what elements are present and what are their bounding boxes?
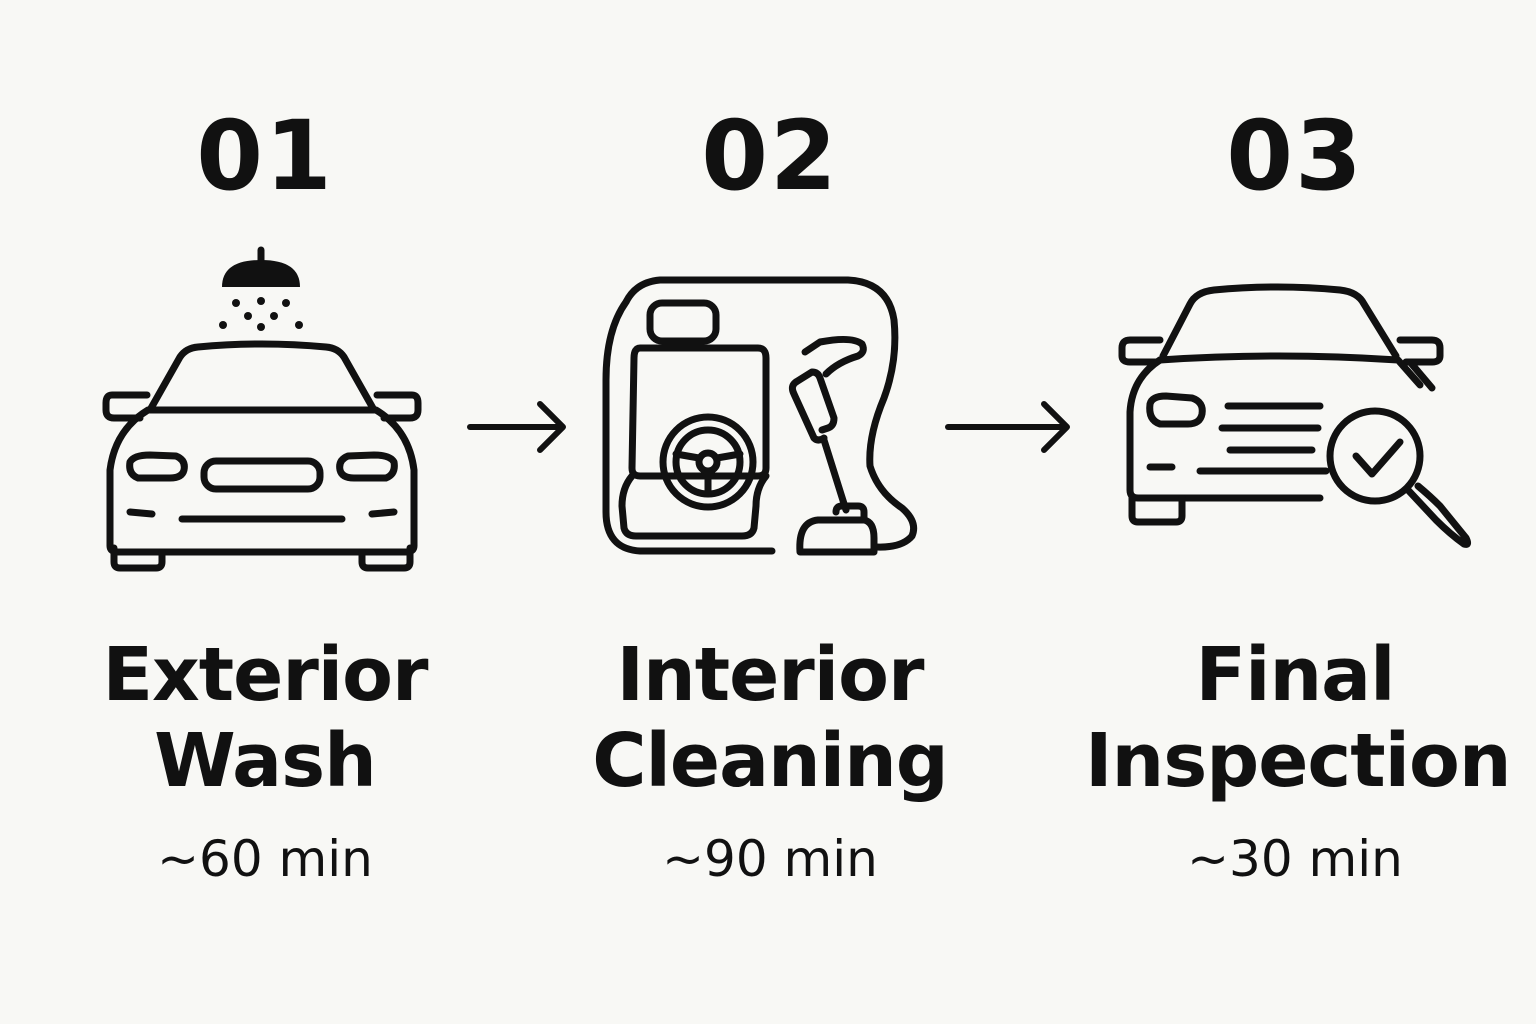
step-duration: ~30 min xyxy=(1187,830,1403,888)
step-title-line-1: Interior xyxy=(616,632,925,718)
step-title-line-2: Inspection xyxy=(1085,718,1512,804)
step-title-line-2: Wash xyxy=(154,718,377,804)
arrow-right-icon xyxy=(467,401,566,453)
step-title: Exterior Wash xyxy=(55,632,475,804)
step-duration: ~60 min xyxy=(157,830,373,888)
step-number: 01 xyxy=(196,100,334,212)
step-number: 03 xyxy=(1226,100,1364,212)
car-inspection-magnifier-icon xyxy=(1118,283,1472,548)
car-seat-vacuum-icon xyxy=(602,276,918,556)
car-wash-shower-icon xyxy=(102,246,422,572)
arrow-right-icon xyxy=(945,401,1070,453)
step-title-line-2: Cleaning xyxy=(592,718,949,804)
step-exterior-wash: 01 Exterior Wash ~60 min xyxy=(55,0,475,1024)
step-interior-cleaning: 02 Interior Cleaning ~90 min xyxy=(560,0,980,1024)
step-title: Interior Cleaning xyxy=(560,632,980,804)
step-title: Final Inspection xyxy=(1085,632,1512,804)
step-final-inspection: 03 Final Inspection ~30 min xyxy=(1085,0,1512,1024)
step-number: 02 xyxy=(701,100,839,212)
step-title-line-1: Final xyxy=(1195,632,1396,718)
step-duration: ~90 min xyxy=(662,830,878,888)
step-title-line-1: Exterior xyxy=(102,632,428,718)
